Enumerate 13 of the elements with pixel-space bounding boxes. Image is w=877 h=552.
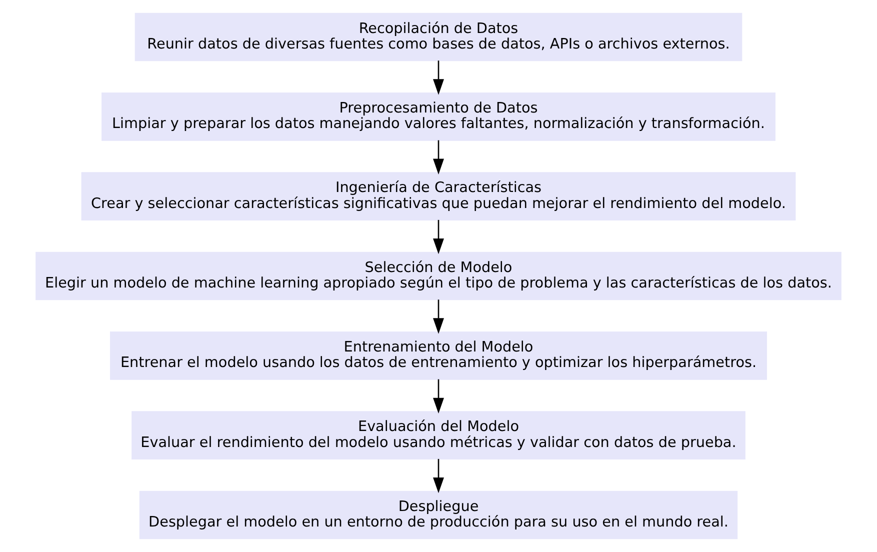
- arrow: [433, 140, 444, 174]
- node-box: Selección de Modelo Elegir un modelo de machine learning apropiado según el tipo de problema y las características de los datos.: [36, 252, 842, 300]
- node-box: Preprocesamiento de Datos Limpiar y preparar los datos manejando valores faltantes, normalización y transformación.: [102, 92, 776, 141]
- arrow: [433, 379, 444, 414]
- arrow: [433, 220, 444, 254]
- node-box: Recopilación de Datos Reunir datos de diversas fuentes como bases de datos, APIs o archivos externos.: [134, 12, 742, 62]
- node-box: Evaluación del Modelo Evaluar el rendimiento del modelo usando métricas y validar con datos de prueba.: [132, 411, 746, 460]
- node-box: Entrenamiento del Modelo Entrenar el modelo usando los datos de entrenamiento y optimizar los hiperparámetros.: [110, 332, 767, 380]
- node-box: Ingeniería de Características Crear y seleccionar características significativas que puedan mejorar el rendimiento del modelo.: [81, 172, 796, 220]
- arrow: [433, 458, 444, 494]
- arrow: [433, 60, 444, 95]
- node-box: Despliegue Desplegar el modelo en un entorno de producción para su uso en el mundo real.: [139, 490, 738, 540]
- arrow: [433, 300, 444, 334]
